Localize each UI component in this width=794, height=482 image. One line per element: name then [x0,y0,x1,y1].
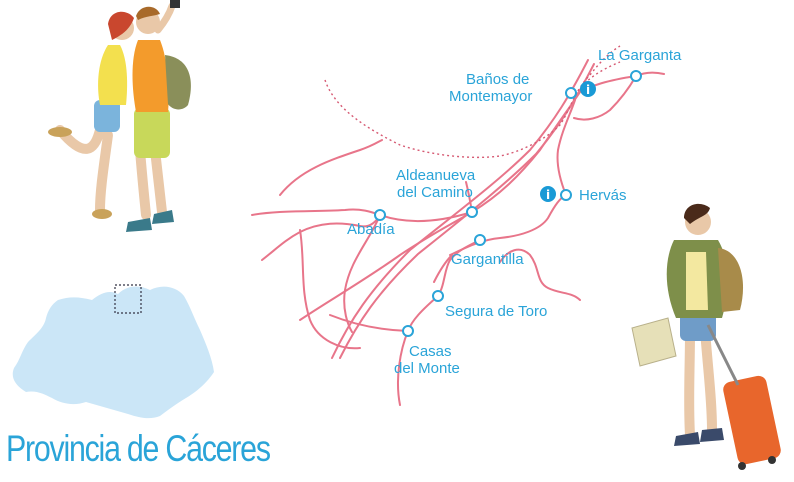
road-n630 [299,91,581,321]
border-east [574,61,621,96]
road-lagarganta [573,75,637,121]
marker-abadia [374,209,386,221]
couple-illustration [48,0,191,232]
road-hervas [556,99,576,196]
label-banos-line1: Baños de [466,71,530,88]
road-west-1 [251,208,473,222]
border-lines [324,45,621,159]
region-highlight-box [114,284,142,314]
info-icon-hervas[interactable]: i [540,186,556,202]
marker-la-garganta [630,70,642,82]
road-network [251,59,665,406]
region-title: Provincia de Cáceres [6,428,271,469]
label-casas-line1: Casas [409,343,452,360]
label-la-garganta: La Garganta [598,47,682,64]
road-west-2 [261,214,381,261]
road-gargantilla-loop [499,248,581,301]
label-aldeanueva-line2: del Camino [397,184,473,201]
marker-casas [402,325,414,337]
label-abadia: Abadía [347,221,395,238]
label-gargantilla: Gargantilla [451,251,524,268]
marker-banos [565,87,577,99]
road-casas [329,314,409,332]
town-markers [374,70,642,337]
marker-gargantilla [474,234,486,246]
traveller-illustration [631,203,781,470]
label-casas-line2: del Monte [394,360,460,377]
road-inner-loop [433,254,453,283]
label-hervas: Hervás [579,187,627,204]
road-west-3 [299,229,361,350]
road-abadia-south [343,214,381,333]
highway-a66 [331,59,589,359]
marker-aldeanueva [466,206,478,218]
marker-segura [432,290,444,302]
info-icon-banos[interactable]: i [580,81,596,97]
label-segura: Segura de Toro [445,303,548,320]
road-north-west [279,139,383,196]
road-gargantilla [449,194,567,256]
label-aldeanueva-line1: Aldeanueva [396,167,476,184]
svg-text:i: i [546,188,550,202]
label-banos-line2: Montemayor [449,88,533,105]
marker-hervas [560,189,572,201]
svg-text:i: i [586,83,590,97]
province-silhouette [12,286,215,419]
